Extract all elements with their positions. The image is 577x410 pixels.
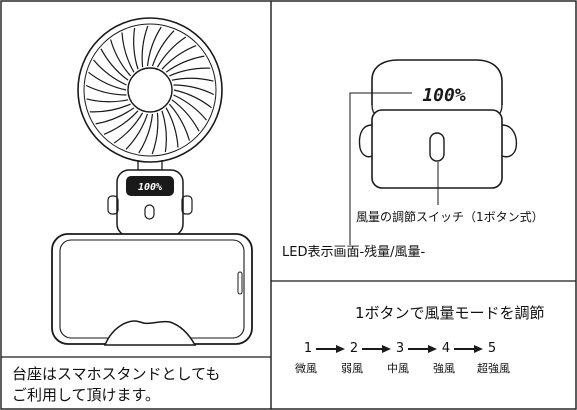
phone-side-button xyxy=(237,271,243,295)
fan-blade xyxy=(171,77,214,82)
fan-blade xyxy=(85,84,127,96)
speed-step-num-2: 2 xyxy=(349,341,359,356)
led-leader-line xyxy=(349,92,412,245)
speed-arrow-1 xyxy=(316,345,345,353)
speed-step-num-4: 4 xyxy=(441,341,451,356)
fan-blade xyxy=(100,48,129,81)
fan-blade xyxy=(151,112,159,155)
stand-caption-line1: 台座はスマホスタンドとしても xyxy=(12,365,221,383)
fan-blade xyxy=(173,89,212,109)
speed-step-label-1: 微風 xyxy=(295,362,317,375)
fan-blade xyxy=(88,71,127,91)
fan-blade xyxy=(156,36,187,68)
speed-step-num-1: 1 xyxy=(303,341,313,356)
fan-blade xyxy=(93,59,127,86)
speed-step-num-5: 5 xyxy=(487,341,497,356)
fan-blade xyxy=(141,25,149,68)
fan-blade xyxy=(133,27,139,70)
control-right-clip xyxy=(501,124,518,158)
fan-small-display xyxy=(126,176,174,196)
fan-blade xyxy=(165,55,205,73)
stand-base xyxy=(103,320,197,346)
fan-blade xyxy=(86,98,129,103)
fan-blade xyxy=(171,99,200,132)
fan-blade xyxy=(125,113,149,150)
fan-blade xyxy=(161,110,167,153)
fan-small-display-text: 100% xyxy=(138,182,162,193)
fan-blade xyxy=(95,107,135,125)
fan-blades xyxy=(85,25,215,155)
speed-arrow-4 xyxy=(454,345,483,353)
fan-blade xyxy=(103,110,139,135)
fan-right-clip xyxy=(181,195,193,215)
fan-blade xyxy=(121,32,135,73)
mode-title: 1ボタンで風量モードを調節 xyxy=(355,304,545,322)
fan-illustration xyxy=(51,17,253,346)
speed-step-label-3: 中風 xyxy=(387,362,409,375)
control-closeup xyxy=(349,59,518,245)
fan-blade xyxy=(161,45,197,70)
fan-blade xyxy=(138,113,154,154)
speed-arrow-2 xyxy=(362,345,391,353)
large-display-text: 100% xyxy=(422,85,466,106)
switch-caption: 風量の調節スイッチ（1ボタン式） xyxy=(356,210,544,224)
fan-blade xyxy=(169,67,211,77)
fan-blade xyxy=(110,39,132,77)
fan-inner-ring xyxy=(83,23,217,157)
fan-blade xyxy=(146,26,162,67)
led-caption: LED表示画面-残量/風量- xyxy=(282,245,426,260)
fan-outer-ring xyxy=(77,17,223,163)
fan-left-clip xyxy=(107,195,119,215)
fan-blade xyxy=(165,107,179,148)
fan-blade xyxy=(173,94,207,121)
speed-step-label-4: 強風 xyxy=(433,362,455,375)
fan-blade xyxy=(113,112,144,144)
control-switch-button xyxy=(429,132,445,162)
control-left-clip xyxy=(358,124,373,158)
speed-step-label-5: 超強風 xyxy=(477,362,510,375)
speed-arrow-3 xyxy=(408,345,437,353)
control-top-shell xyxy=(371,59,503,105)
fan-blade xyxy=(89,103,131,113)
fan-blade xyxy=(173,84,215,96)
fan-small-button xyxy=(144,204,155,220)
speed-step-label-2: 弱風 xyxy=(341,362,363,375)
fan-hub xyxy=(127,67,173,113)
speed-step-num-3: 3 xyxy=(395,341,405,356)
fan-blade xyxy=(168,103,190,141)
fan-blade xyxy=(151,30,175,67)
control-body xyxy=(371,109,503,189)
stand-caption-line2: ご利用して頂けます。 xyxy=(12,386,161,404)
